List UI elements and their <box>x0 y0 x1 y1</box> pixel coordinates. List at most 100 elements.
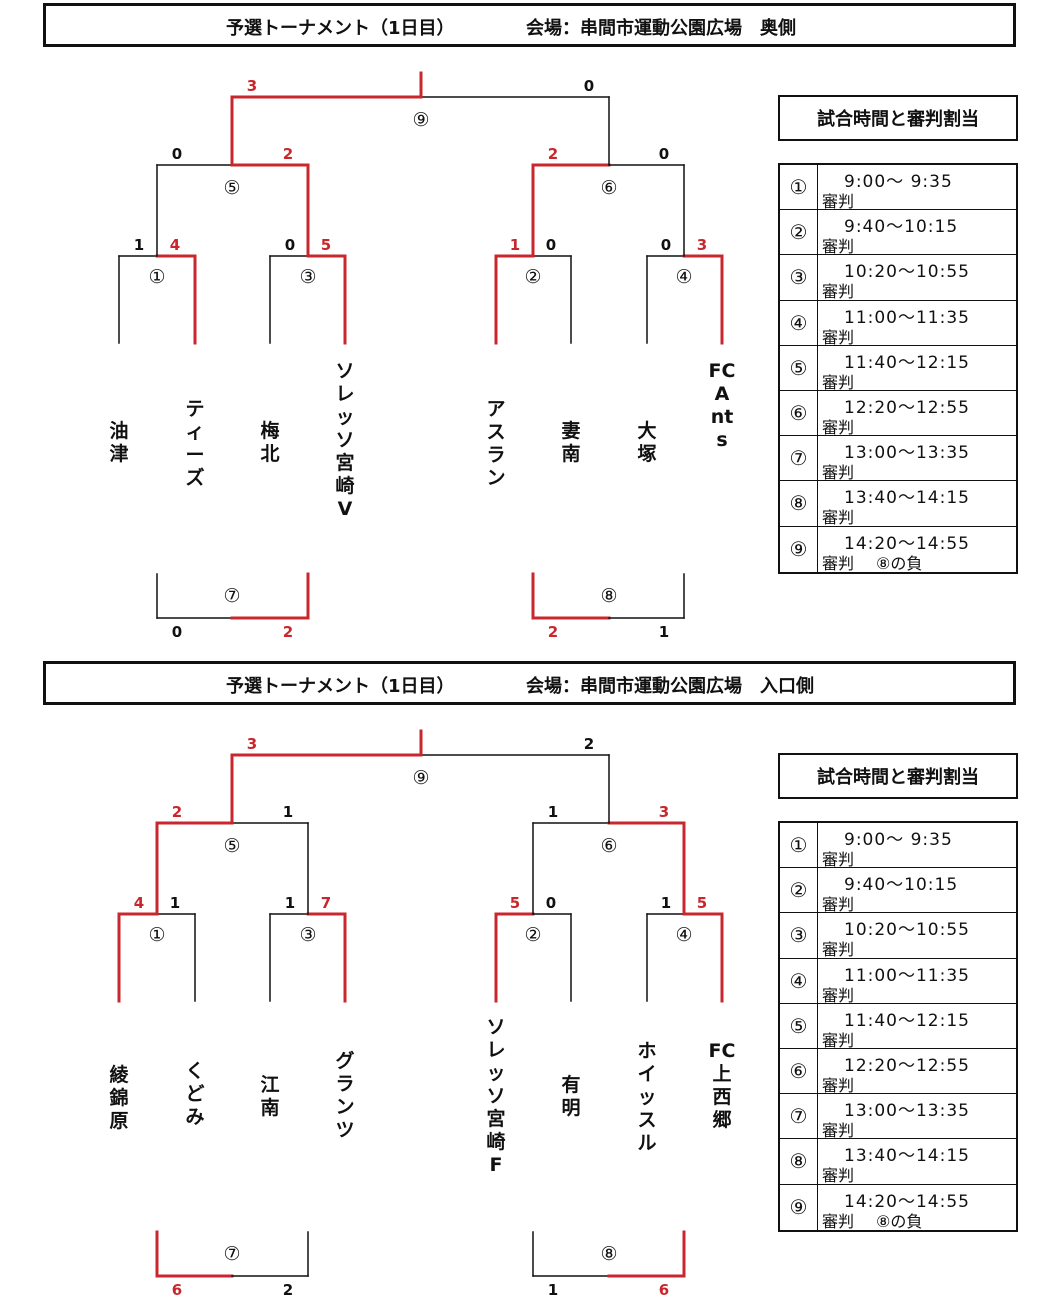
score-label: 1 <box>510 236 520 254</box>
schedule-referee: 審判 <box>822 1075 855 1095</box>
team-name: ソレッソ宮崎F <box>486 1016 506 1176</box>
score-label: 2 <box>283 1281 293 1299</box>
score-label: 0 <box>172 623 182 641</box>
schedule-time: 9:40〜10:15 <box>844 217 959 238</box>
score-label: 3 <box>697 236 707 254</box>
match-number: ② <box>524 924 541 946</box>
match-number: ⑨ <box>412 767 429 789</box>
schedule-time: 11:40〜12:15 <box>844 352 970 373</box>
match-number: ⑧ <box>600 1243 617 1265</box>
score-label: 2 <box>584 735 594 753</box>
schedule-time: 11:40〜12:15 <box>844 1010 970 1031</box>
schedule-time: 14:20〜14:55 <box>844 1191 970 1212</box>
referee-note: ⑧の負 <box>876 1211 923 1231</box>
match-number: ⑥ <box>600 835 617 857</box>
match-number: ④ <box>675 924 692 946</box>
score-label: 5 <box>321 236 331 254</box>
schedule-time: 14:20〜14:55 <box>844 533 970 554</box>
schedule-match-number: ⑧ <box>780 481 818 526</box>
score-label: 6 <box>659 1281 669 1299</box>
schedule-time: 10:20〜10:55 <box>844 262 970 283</box>
team-name: 江南 <box>260 1074 280 1119</box>
score-label: 2 <box>283 145 293 163</box>
team-name: 油津 <box>109 420 129 465</box>
section-header: 予選トーナメント（1日目） 会場：串間市運動公園広場 入口側 <box>43 661 1016 705</box>
match-number: ② <box>524 266 541 288</box>
schedule-match-number: ④ <box>780 958 818 1003</box>
score-label: 1 <box>548 1281 558 1299</box>
score-label: 3 <box>247 735 257 753</box>
score-label: 0 <box>584 77 594 95</box>
score-label: 5 <box>510 894 520 912</box>
score-label: 3 <box>659 803 669 821</box>
score-label: 1 <box>659 623 669 641</box>
match-number: ③ <box>299 266 316 288</box>
team-name: 綾錦原 <box>109 1064 129 1132</box>
match-number: ⑤ <box>223 177 240 199</box>
match-number: ⑦ <box>223 1243 240 1265</box>
score-label: 3 <box>247 77 257 95</box>
score-label: 1 <box>283 803 293 821</box>
schedule-match-number: ⑤ <box>780 1003 818 1048</box>
schedule-referee: 審判 <box>822 237 855 257</box>
schedule-match-number: ② <box>780 868 818 913</box>
schedule-referee: 審判 <box>822 282 855 302</box>
schedule-referee: 審判 <box>822 1166 855 1186</box>
schedule-referee: 審判 <box>822 850 855 869</box>
schedule-match-number: ⑥ <box>780 390 818 436</box>
match-number: ⑧ <box>600 585 617 607</box>
schedule-match-number: ③ <box>780 913 818 958</box>
schedule-referee: 審判 <box>822 940 855 960</box>
match-number: ⑤ <box>223 835 240 857</box>
schedule-match-number: ① <box>780 165 818 210</box>
tournament-title: 予選トーナメント（1日目） <box>226 676 455 697</box>
schedule-time: 12:20〜12:55 <box>844 1055 970 1076</box>
schedule-match-number: ⑥ <box>780 1048 818 1094</box>
score-label: 1 <box>285 894 295 912</box>
schedule-match-number: ① <box>780 823 818 868</box>
score-label: 0 <box>661 236 671 254</box>
score-label: 1 <box>170 894 180 912</box>
tournament-title: 予選トーナメント（1日目） <box>226 18 455 39</box>
score-label: 1 <box>548 803 558 821</box>
score-label: 2 <box>283 623 293 641</box>
schedule-match-number: ⑦ <box>780 436 818 481</box>
schedule-match-number: ⑧ <box>780 1139 818 1184</box>
schedule-referee: 審判 <box>822 1121 855 1141</box>
match-number: ③ <box>299 924 316 946</box>
schedule-referee: 審判 <box>822 372 855 392</box>
score-label: 5 <box>697 894 707 912</box>
schedule-time: 13:00〜13:35 <box>844 443 970 464</box>
schedule-referee: 審判 <box>822 463 855 483</box>
schedule-title: 試合時間と審判割当 <box>778 753 1018 799</box>
team-name: アスラン <box>486 398 506 489</box>
match-number: ⑥ <box>600 177 617 199</box>
score-label: 4 <box>170 236 180 254</box>
score-label: 6 <box>172 1281 182 1299</box>
score-label: 0 <box>659 145 669 163</box>
team-name: FCAnts <box>708 360 736 451</box>
score-label: 0 <box>172 145 182 163</box>
schedule-match-number: ③ <box>780 255 818 300</box>
score-label: 0 <box>546 236 556 254</box>
venue-label: 会場：串間市運動公園広場 奥側 <box>526 18 796 39</box>
venue-label: 会場：串間市運動公園広場 入口側 <box>526 676 814 697</box>
score-label: 2 <box>172 803 182 821</box>
schedule-referee: 審判 <box>822 327 855 347</box>
section-header: 予選トーナメント（1日目） 会場：串間市運動公園広場 奥側 <box>43 3 1016 47</box>
referee-note: ⑧の負 <box>876 553 923 573</box>
